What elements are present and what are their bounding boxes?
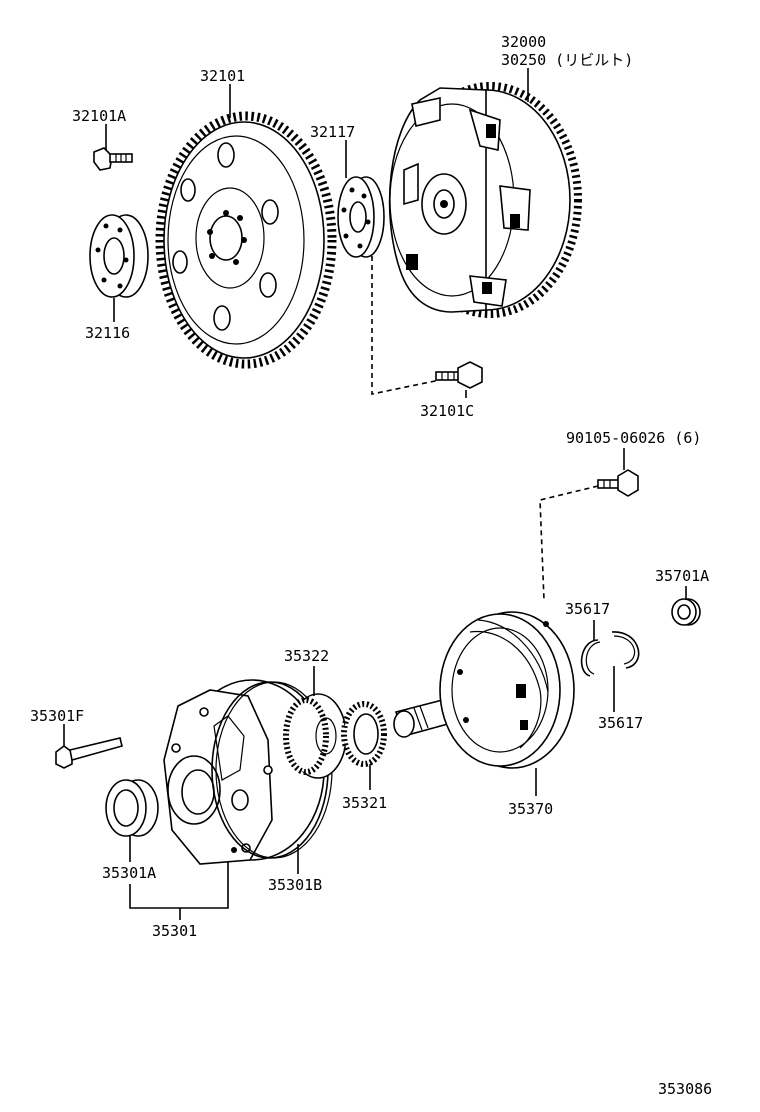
oil-seal-35301A: [105, 779, 159, 837]
driven-gear-35322: [283, 693, 347, 779]
label-35322: 35322: [284, 647, 329, 665]
bolt-32101C: [435, 361, 483, 389]
label-30250: 30250 (リビルト): [501, 51, 633, 69]
label-35701A: 35701A: [655, 567, 709, 585]
label-35301A: 35301A: [102, 864, 156, 882]
label-90105-06026: 90105-06026 (6): [566, 429, 701, 447]
seal-ring-35617-right: [611, 631, 640, 669]
bolt-90105-06026: [597, 469, 639, 497]
label-35617-top: 35617: [565, 600, 610, 618]
label-35301F: 35301F: [30, 707, 84, 725]
seal-ring-35617-left: [580, 639, 601, 677]
label-32101: 32101: [200, 67, 245, 85]
spacer-plate-32116: [89, 214, 149, 298]
bolt-32101A: [93, 147, 133, 171]
plate-32117: [337, 176, 385, 258]
diagram-id: 353086: [658, 1080, 712, 1098]
drive-plate-32101: [155, 111, 337, 369]
label-35370: 35370: [508, 800, 553, 818]
label-35617-bottom: 35617: [598, 714, 643, 732]
label-32116: 32116: [85, 324, 130, 342]
label-32000: 32000: [501, 33, 546, 51]
drive-gear-35321: [341, 701, 387, 767]
label-35301B: 35301B: [268, 876, 322, 894]
bolt-35301F: [55, 737, 123, 769]
label-35321: 35321: [342, 794, 387, 812]
torque-converter-32000: [388, 82, 582, 318]
label-32101A: 32101A: [72, 107, 126, 125]
stator-shaft-35370: [393, 611, 575, 769]
label-35301: 35301: [152, 922, 197, 940]
label-32117: 32117: [310, 123, 355, 141]
ring-35701A: [671, 598, 701, 626]
label-32101C: 32101C: [420, 402, 474, 420]
